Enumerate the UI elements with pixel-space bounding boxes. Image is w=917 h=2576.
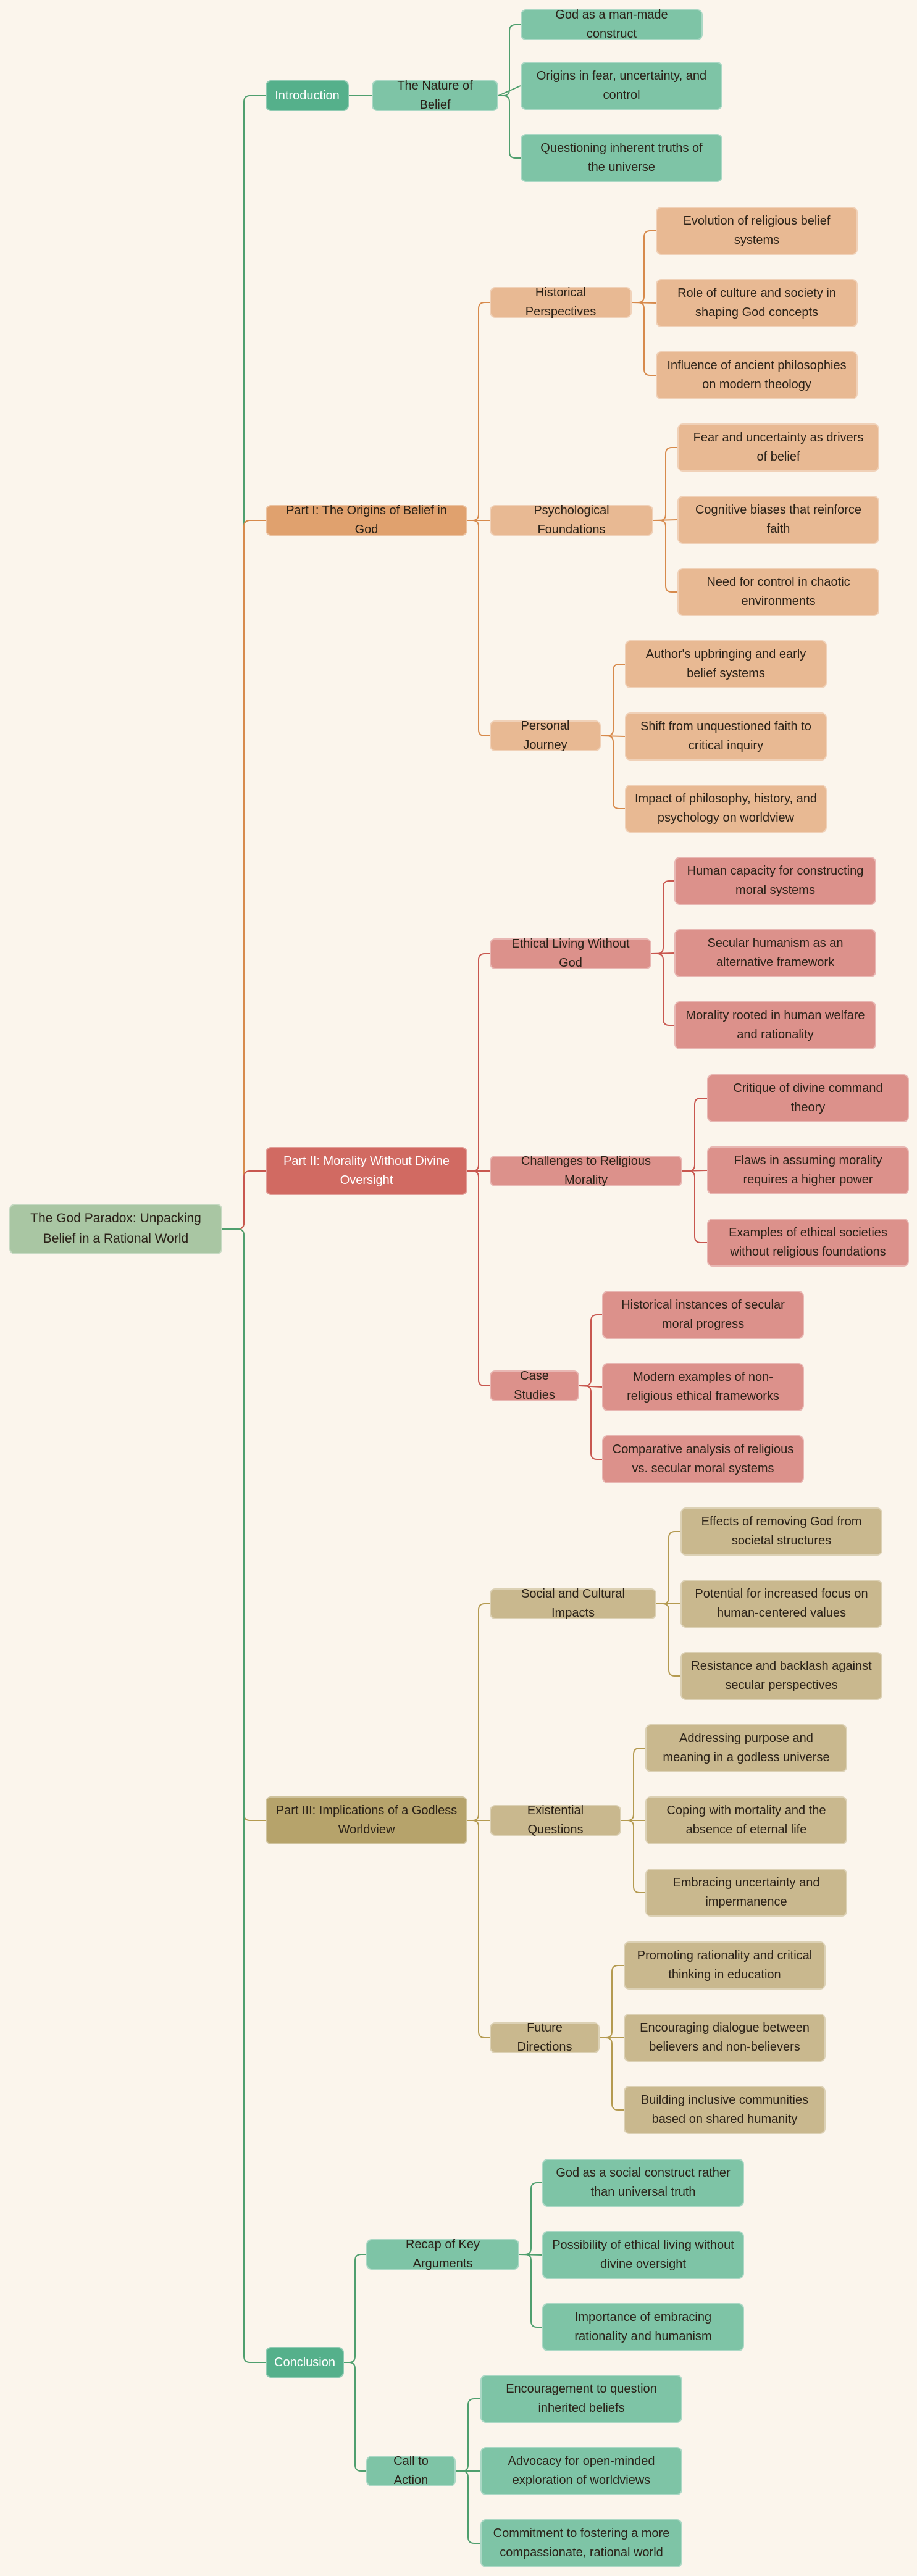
mindmap-node-p2-1-2: Secular humanism as an alternative frame… — [674, 929, 876, 977]
connector-p3-3-3 — [600, 2037, 624, 2111]
mindmap-node-p2-3-3: Comparative analysis of religious vs. se… — [602, 1435, 804, 1483]
connector-p3-1-3 — [656, 1603, 680, 1677]
mindmap-node-p2-1-3: Morality rooted in human welfare and rat… — [674, 1001, 876, 1049]
mindmap-node-p3-2-2: Coping with mortality and the absence of… — [645, 1796, 847, 1844]
mindmap-node-p3-2-3: Embracing uncertainty and impermanence — [645, 1869, 847, 1917]
connector-p1-1-3 — [632, 302, 656, 376]
mindmap-node-p2-2-1: Critique of divine command theory — [707, 1074, 909, 1122]
connector-p3-2-3 — [621, 1820, 645, 1893]
mindmap-node-p3-1: Social and Cultural Impacts — [490, 1587, 656, 1620]
mindmap-node-root: The God Paradox: Unpacking Belief in a R… — [9, 1204, 222, 1254]
mindmap-node-p3-2: Existential Questions — [490, 1804, 621, 1836]
mindmap-node-p2: Part II: Morality Without Divine Oversig… — [266, 1147, 467, 1195]
mindmap-node-p1-1-3: Influence of ancient philosophies on mod… — [656, 351, 858, 399]
mindmap-node-p1-3: Personal Journey — [490, 719, 601, 752]
connector-intro-1-1 — [498, 24, 521, 96]
mindmap-node-p2-3-2: Modern examples of non-religious ethical… — [602, 1363, 804, 1411]
mindmap-node-concl-1-2: Possibility of ethical living without di… — [542, 2231, 744, 2279]
connector-p2 — [222, 1170, 266, 1230]
mindmap-node-intro: Introduction — [266, 80, 349, 111]
mindmap-node-p1-2: Psychological Foundations — [490, 504, 653, 536]
connector-p1-3 — [467, 520, 490, 736]
mindmap-node-p1-1: Historical Perspectives — [490, 286, 632, 319]
mindmap-node-p1-1-1: Evolution of religious belief systems — [656, 207, 858, 255]
mindmap-node-concl-1-1: God as a social construct rather than un… — [542, 2159, 744, 2207]
mindmap-node-p1-1-2: Role of culture and society in shaping G… — [656, 279, 858, 327]
mindmap-node-concl-2-1: Encouragement to question inherited beli… — [480, 2375, 682, 2423]
mindmap-node-intro-1-1: God as a man-made construct — [521, 8, 703, 41]
mindmap-node-p3-1-1: Effects of removing God from societal st… — [680, 1507, 882, 1556]
connector-p2-3-1 — [579, 1314, 602, 1386]
mindmap-node-p3-1-3: Resistance and backlash against secular … — [680, 1652, 882, 1700]
connector-concl — [222, 1228, 266, 2363]
mindmap-node-p3-3-3: Building inclusive communities based on … — [624, 2086, 826, 2134]
mindmap-node-p2-3-1: Historical instances of secular moral pr… — [602, 1291, 804, 1339]
mindmap-node-p3: Part III: Implications of a Godless Worl… — [266, 1796, 467, 1844]
connector-concl-1 — [344, 2254, 366, 2363]
connector-p2-3-3 — [579, 1385, 602, 1460]
mindmap-node-p2-2: Challenges to Religious Morality — [490, 1154, 682, 1187]
mindmap-node-p1: Part I: The Origins of Belief in God — [266, 504, 467, 536]
connector-p1-3-3 — [601, 735, 625, 809]
mindmap-node-concl-2-2: Advocacy for open-minded exploration of … — [480, 2447, 682, 2495]
connector-concl-1-3 — [519, 2254, 542, 2328]
mindmap-node-concl-1-3: Importance of embracing rationality and … — [542, 2303, 744, 2351]
connector-intro-1-2 — [498, 85, 521, 96]
mindmap-node-p1-3-1: Author's upbringing and early belief sys… — [625, 640, 827, 688]
mindmap-node-p1-2-1: Fear and uncertainty as drivers of belie… — [677, 423, 879, 472]
mindmap-node-p1-2-3: Need for control in chaotic environments — [677, 568, 879, 616]
mindmap-node-p2-1-1: Human capacity for constructing moral sy… — [674, 857, 876, 905]
mindmap-node-p3-3-1: Promoting rationality and critical think… — [624, 1941, 826, 1990]
mindmap-node-concl: Conclusion — [266, 2347, 344, 2378]
mindmap-node-concl-2-3: Commitment to fostering a more compassio… — [480, 2519, 682, 2567]
mindmap-node-p3-3: Future Directions — [490, 2021, 600, 2054]
mindmap-node-p1-2-2: Cognitive biases that reinforce faith — [677, 496, 879, 544]
connector-p2-1-3 — [651, 953, 674, 1026]
mindmap-node-intro-1-2: Origins in fear, uncertainty, and contro… — [521, 62, 722, 110]
mindmap-node-p2-2-3: Examples of ethical societies without re… — [707, 1219, 909, 1267]
mindmap-node-p1-3-3: Impact of philosophy, history, and psych… — [625, 785, 827, 833]
mindmap-node-p2-3: Case Studies — [490, 1369, 579, 1402]
connector-p2-3 — [467, 1170, 490, 1386]
connector-concl-2-3 — [456, 2470, 480, 2544]
connector-p2-2-3 — [682, 1170, 707, 1243]
mindmap-node-concl-1: Recap of Key Arguments — [366, 2238, 519, 2270]
connector-p3-3 — [467, 1820, 490, 2038]
connector-concl-2 — [344, 2362, 366, 2472]
mindmap-node-intro-1: The Nature of Belief — [372, 79, 498, 112]
mindmap-node-concl-2: Call to Action — [366, 2454, 456, 2487]
mindmap-node-p3-1-2: Potential for increased focus on human-c… — [680, 1580, 882, 1628]
mindmap-node-p3-2-1: Addressing purpose and meaning in a godl… — [645, 1724, 847, 1772]
connector-p1-2-3 — [653, 520, 677, 593]
mindmap-node-p2-2-2: Flaws in assuming morality requires a hi… — [707, 1146, 909, 1194]
mindmap-node-p1-3-2: Shift from unquestioned faith to critica… — [625, 712, 827, 761]
mindmap-node-p2-1: Ethical Living Without God — [490, 937, 651, 970]
mindmap-node-p3-3-2: Encouraging dialogue between believers a… — [624, 2014, 826, 2062]
mindmap-node-intro-1-3: Questioning inherent truths of the unive… — [521, 134, 722, 182]
connector-intro-1-3 — [498, 95, 521, 159]
